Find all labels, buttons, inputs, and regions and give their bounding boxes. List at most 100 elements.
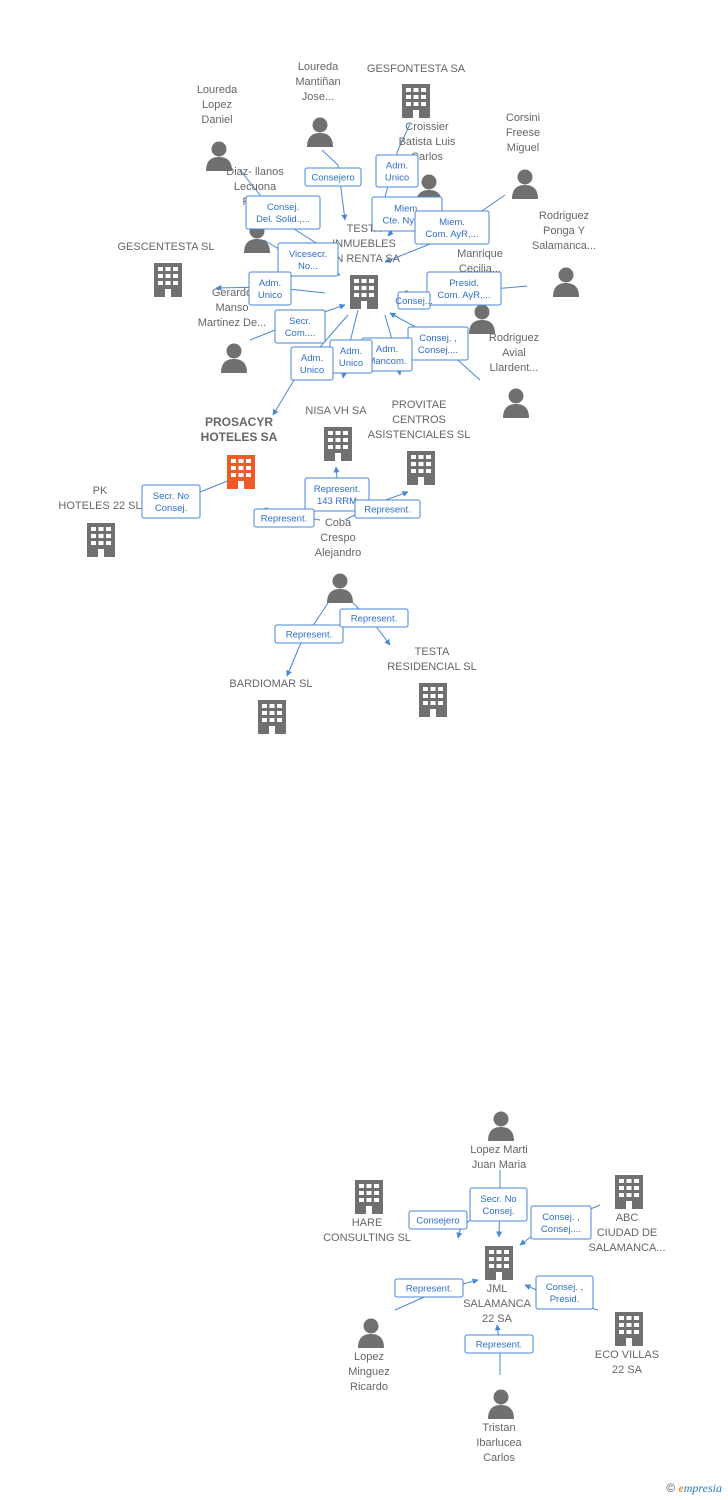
building-icon (258, 700, 286, 734)
node-label: HOTELES SA (201, 430, 278, 444)
node-label: CONSULTING SL (323, 1232, 411, 1244)
relation-label[interactable]: Consej. ,Presid. (535, 1275, 594, 1310)
footer-brand: © empresia (666, 1481, 722, 1496)
building-icon (485, 1246, 513, 1280)
relation-label-text: Cte. NyR,... (382, 216, 431, 227)
node-label: Loureda (298, 61, 339, 73)
relation-label[interactable]: Represent. (274, 624, 344, 644)
person-node[interactable]: LouredaMantiñanJose... (295, 61, 341, 147)
relation-label[interactable]: Represent.143 RRM (304, 477, 370, 512)
relation-label-text: Adm. (259, 278, 281, 289)
relation-label-text: Represent. (351, 614, 397, 625)
company-node[interactable]: NISA VH SA (305, 405, 367, 461)
building-icon (87, 523, 115, 557)
node-label: Crespo (320, 532, 355, 544)
node-label: 22 SA (482, 1313, 513, 1325)
person-icon (469, 304, 495, 334)
relation-label[interactable]: Consej. ,Consej.... (407, 326, 469, 361)
relation-label[interactable]: Adm.Unico (290, 346, 334, 381)
relation-label[interactable]: Consejero (408, 1210, 468, 1230)
relation-label-text: Consej. (155, 503, 187, 514)
relation-label-text: Unico (258, 290, 282, 301)
node-label: Carlos (411, 151, 443, 163)
relation-label-box (245, 195, 321, 230)
relation-label[interactable]: Represent. (354, 499, 421, 519)
person-node[interactable]: RodriguezAvialLlardent... (489, 332, 539, 418)
building-icon (407, 451, 435, 485)
relation-label[interactable]: Represent. (464, 1334, 534, 1354)
relation-label-text: Represent. (286, 630, 332, 641)
relation-label[interactable]: Adm.Unico (375, 154, 419, 188)
relation-label-box (339, 608, 409, 628)
relation-label-box (464, 1334, 534, 1354)
relation-label-text: Miem. (439, 217, 465, 228)
node-label: Mantiñan (295, 76, 340, 88)
node-label: RESIDENCIAL SL (387, 661, 476, 673)
relation-label[interactable]: Miem.Com. AyR,... (414, 210, 490, 245)
node-label: Manso (215, 302, 248, 314)
company-node[interactable]: BARDIOMAR SL (229, 678, 313, 734)
relation-label-box (354, 499, 421, 519)
relation-label[interactable]: Represent. (394, 1278, 464, 1298)
relation-label[interactable]: Presid.Com. AyR,... (426, 271, 502, 306)
building-icon (419, 683, 447, 717)
relation-label-text: Unico (385, 173, 409, 184)
person-icon (553, 267, 579, 297)
relation-label[interactable]: Adm.Unico (329, 339, 373, 374)
relation-label-text: Consej.... (541, 1224, 581, 1235)
person-icon (488, 1389, 514, 1419)
node-label: ASISTENCIALES SL (368, 429, 471, 441)
relation-label-text: 143 RRM (317, 496, 357, 507)
relation-label-text: Secr. No (480, 1194, 516, 1205)
relation-label-box (426, 271, 502, 306)
company-node[interactable]: GESFONTESTA SA (367, 63, 466, 118)
relation-edge (286, 599, 331, 677)
node-label: Carlos (483, 1452, 515, 1464)
node-label: CENTROS (392, 414, 446, 426)
node-label: Manrique (457, 248, 503, 260)
relation-label[interactable]: Consejero (304, 167, 362, 187)
person-icon (307, 117, 333, 147)
relation-label-text: Unico (339, 358, 363, 369)
building-icon (227, 455, 255, 489)
relation-label[interactable]: Represent. (339, 608, 409, 628)
building-icon (350, 275, 378, 309)
relation-label-text: Consej. , (542, 1212, 580, 1223)
relation-label[interactable]: Consej. ,Consej.... (530, 1205, 592, 1240)
node-label: Ibarlucea (476, 1437, 522, 1449)
node-label: SALAMANCA... (588, 1242, 665, 1254)
relation-label[interactable]: Adm.Unico (248, 271, 292, 306)
company-node[interactable]: GESCENTESTA SL (118, 241, 215, 297)
relation-label[interactable]: Consej.Del. Solid.,... (245, 195, 321, 230)
relation-label-box (414, 210, 490, 245)
relation-label[interactable]: Represent. (253, 508, 315, 528)
relation-label-text: Unico (300, 365, 324, 376)
relation-label[interactable]: Vicesecr.No... (277, 242, 339, 277)
empresia-logo[interactable]: empresia (678, 1481, 722, 1495)
node-label: CIUDAD DE (597, 1227, 658, 1239)
relation-label-text: Represent. (261, 514, 307, 525)
node-label: Lopez Marti (470, 1144, 527, 1156)
relation-label[interactable]: Consej... (395, 291, 433, 310)
relation-label[interactable]: Secr.Com.... (274, 309, 326, 344)
